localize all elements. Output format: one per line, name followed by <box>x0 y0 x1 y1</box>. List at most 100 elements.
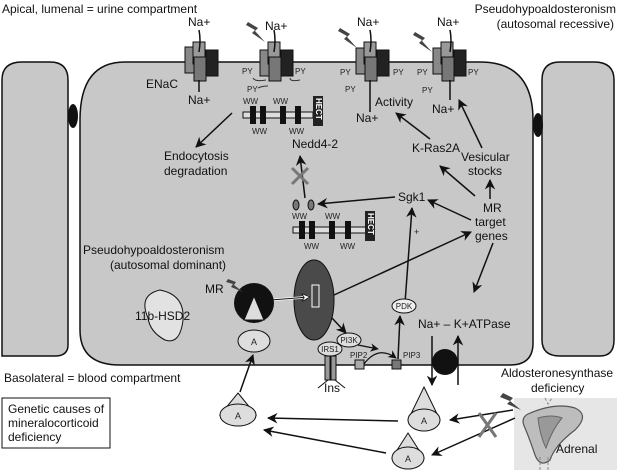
mutation-lightning-icon <box>246 22 265 42</box>
arrow-aldosterone-to-mr <box>239 354 255 393</box>
left-neighbor-cell <box>1 61 69 357</box>
k-ras2a-label: K-Ras2A <box>412 141 460 155</box>
insulin-receptor <box>324 355 331 381</box>
pha-recessive-label: Pseudohypoaldosteronism <box>475 2 616 16</box>
pdk-label: PDK <box>396 302 413 311</box>
py-tail <box>252 77 301 89</box>
aldosterone-label: A <box>421 416 427 426</box>
ins-label: Ins <box>324 381 340 395</box>
tight-junction-right <box>533 113 543 137</box>
mr-label: MR <box>205 282 224 296</box>
arrow-pip3-to-pdk <box>394 314 405 360</box>
py-motif-label: PY <box>393 68 404 77</box>
endocytosis-label: Endocytosis <box>164 149 229 163</box>
py-motif-label: PY <box>242 67 253 76</box>
atpase-label: Na+ – K+ATPase <box>418 317 511 331</box>
arrow-mr-to-nucleus <box>270 297 309 300</box>
arrow-to-aldosterone-1 <box>266 412 399 424</box>
legend-text: mineralocorticoid <box>8 416 99 430</box>
nedd4-2-protein-upper: HECT <box>242 96 323 126</box>
activity-label: Activity <box>375 95 413 109</box>
inhibition-cross-icon <box>290 166 310 186</box>
mutation-lightning-icon <box>226 279 243 292</box>
arrow-kras-to-activity <box>395 112 431 140</box>
pip3-box <box>391 359 402 370</box>
pha-dominant-label: (autosomal dominant) <box>110 258 226 272</box>
adrenal-medulla <box>537 415 563 450</box>
py-motif-label: PY <box>422 86 433 95</box>
enac-channel-4 <box>432 29 467 100</box>
nedd4-2-protein-lower: HECT <box>292 211 375 241</box>
aldosterone-molecule-1 <box>218 392 258 427</box>
11b-hsd2-label: 11b-HSD2 <box>135 309 190 323</box>
arrow-mr-to-sgk1 <box>427 199 472 221</box>
aldosterone-synthase-label: deficiency <box>531 381 584 395</box>
mr-target-genes-label: MR <box>483 201 502 215</box>
plus-sign-label: + <box>414 227 419 237</box>
pip2-box <box>354 359 365 370</box>
mutation-lightning-icon <box>500 393 521 410</box>
py-motif-label: PY <box>247 85 258 94</box>
insulin-receptor <box>330 355 337 381</box>
py-motif-label: PY <box>468 68 479 77</box>
enac-channel-2 <box>259 29 294 82</box>
mr-target-genes-label: target <box>475 215 506 229</box>
ww-domain-label: WW <box>243 97 259 106</box>
aldosterone-label: A <box>405 454 411 464</box>
py-motif-label: PY <box>345 85 356 94</box>
aldosterone-label: A <box>235 411 241 421</box>
ww-domain-label: WW <box>292 212 308 221</box>
arrow-pip2-to-pip3 <box>363 350 397 365</box>
legend-box <box>1 397 111 449</box>
aldosterone-bound <box>237 329 271 353</box>
na-plus-label: Na+ <box>357 15 379 29</box>
arrow-mr-to-atpase <box>472 242 494 293</box>
arrow-to-aldosterone-1 <box>262 426 387 454</box>
na-plus-label: Na+ <box>188 93 210 107</box>
pha-recessive-label: (autosomal recessive) <box>497 17 614 31</box>
na-plus-label: Na+ <box>432 102 454 116</box>
ww-domain-label: WW <box>273 97 289 106</box>
hect-domain-label: HECT <box>314 98 323 120</box>
pdk-node <box>391 298 417 314</box>
aldosterone-bound-cone <box>243 294 265 321</box>
legend-text: deficiency <box>8 430 61 444</box>
inhibition-cross-icon <box>477 412 498 438</box>
aldosterone-molecule-2 <box>407 385 441 432</box>
irs1-label: IRS1 <box>321 345 339 354</box>
na-k-atpase-pump <box>432 349 458 375</box>
py-motif-label: PY <box>340 68 351 77</box>
pip3-label: PIP3 <box>403 351 421 360</box>
ww-domain-label: WW <box>304 242 320 251</box>
arrow-nucleus-to-pi3k <box>331 317 347 334</box>
phosphate-group <box>292 199 300 211</box>
ww-domain-label: WW <box>252 127 268 136</box>
legend-text: Genetic causes of <box>8 402 105 416</box>
pha-dominant-label: Pseudohypoaldosteronism <box>83 243 224 257</box>
arrow-mr-to-kras <box>439 165 476 197</box>
tight-junction-left <box>68 104 78 128</box>
hect-domain-label: HECT <box>366 213 375 235</box>
aldosterone-label: A <box>251 337 257 347</box>
ww-domain-label: WW <box>340 242 356 251</box>
epithelial-cell <box>79 61 534 366</box>
mutation-lightning-icon <box>413 32 432 52</box>
arrow-adrenal-to-aldosterone-3 <box>431 417 516 456</box>
basolateral-compartment-label: Basolateral = blood compartment <box>4 371 181 385</box>
dna-response-element <box>311 284 320 308</box>
mutation-lightning-icon <box>338 28 357 48</box>
arrow-pdk-to-sgk1 <box>404 206 417 304</box>
arrow-vesicular-to-enac <box>458 99 483 149</box>
phosphate-group <box>307 199 315 211</box>
arrow-sgk1-to-nedd <box>316 196 396 209</box>
enac-channel-3 <box>355 29 390 112</box>
vesicular-stocks-label: stocks <box>468 164 502 178</box>
enac-label: ENaC <box>146 77 178 91</box>
vesicular-stocks-label: Vesicular <box>461 150 510 164</box>
pi3k-label: PI3K <box>340 336 358 345</box>
right-neighbor-cell <box>541 61 615 357</box>
arrow-nucleus-to-mr-targets <box>333 231 472 296</box>
na-plus-label: Na+ <box>188 15 210 29</box>
11b-hsd2-enzyme <box>144 289 184 342</box>
